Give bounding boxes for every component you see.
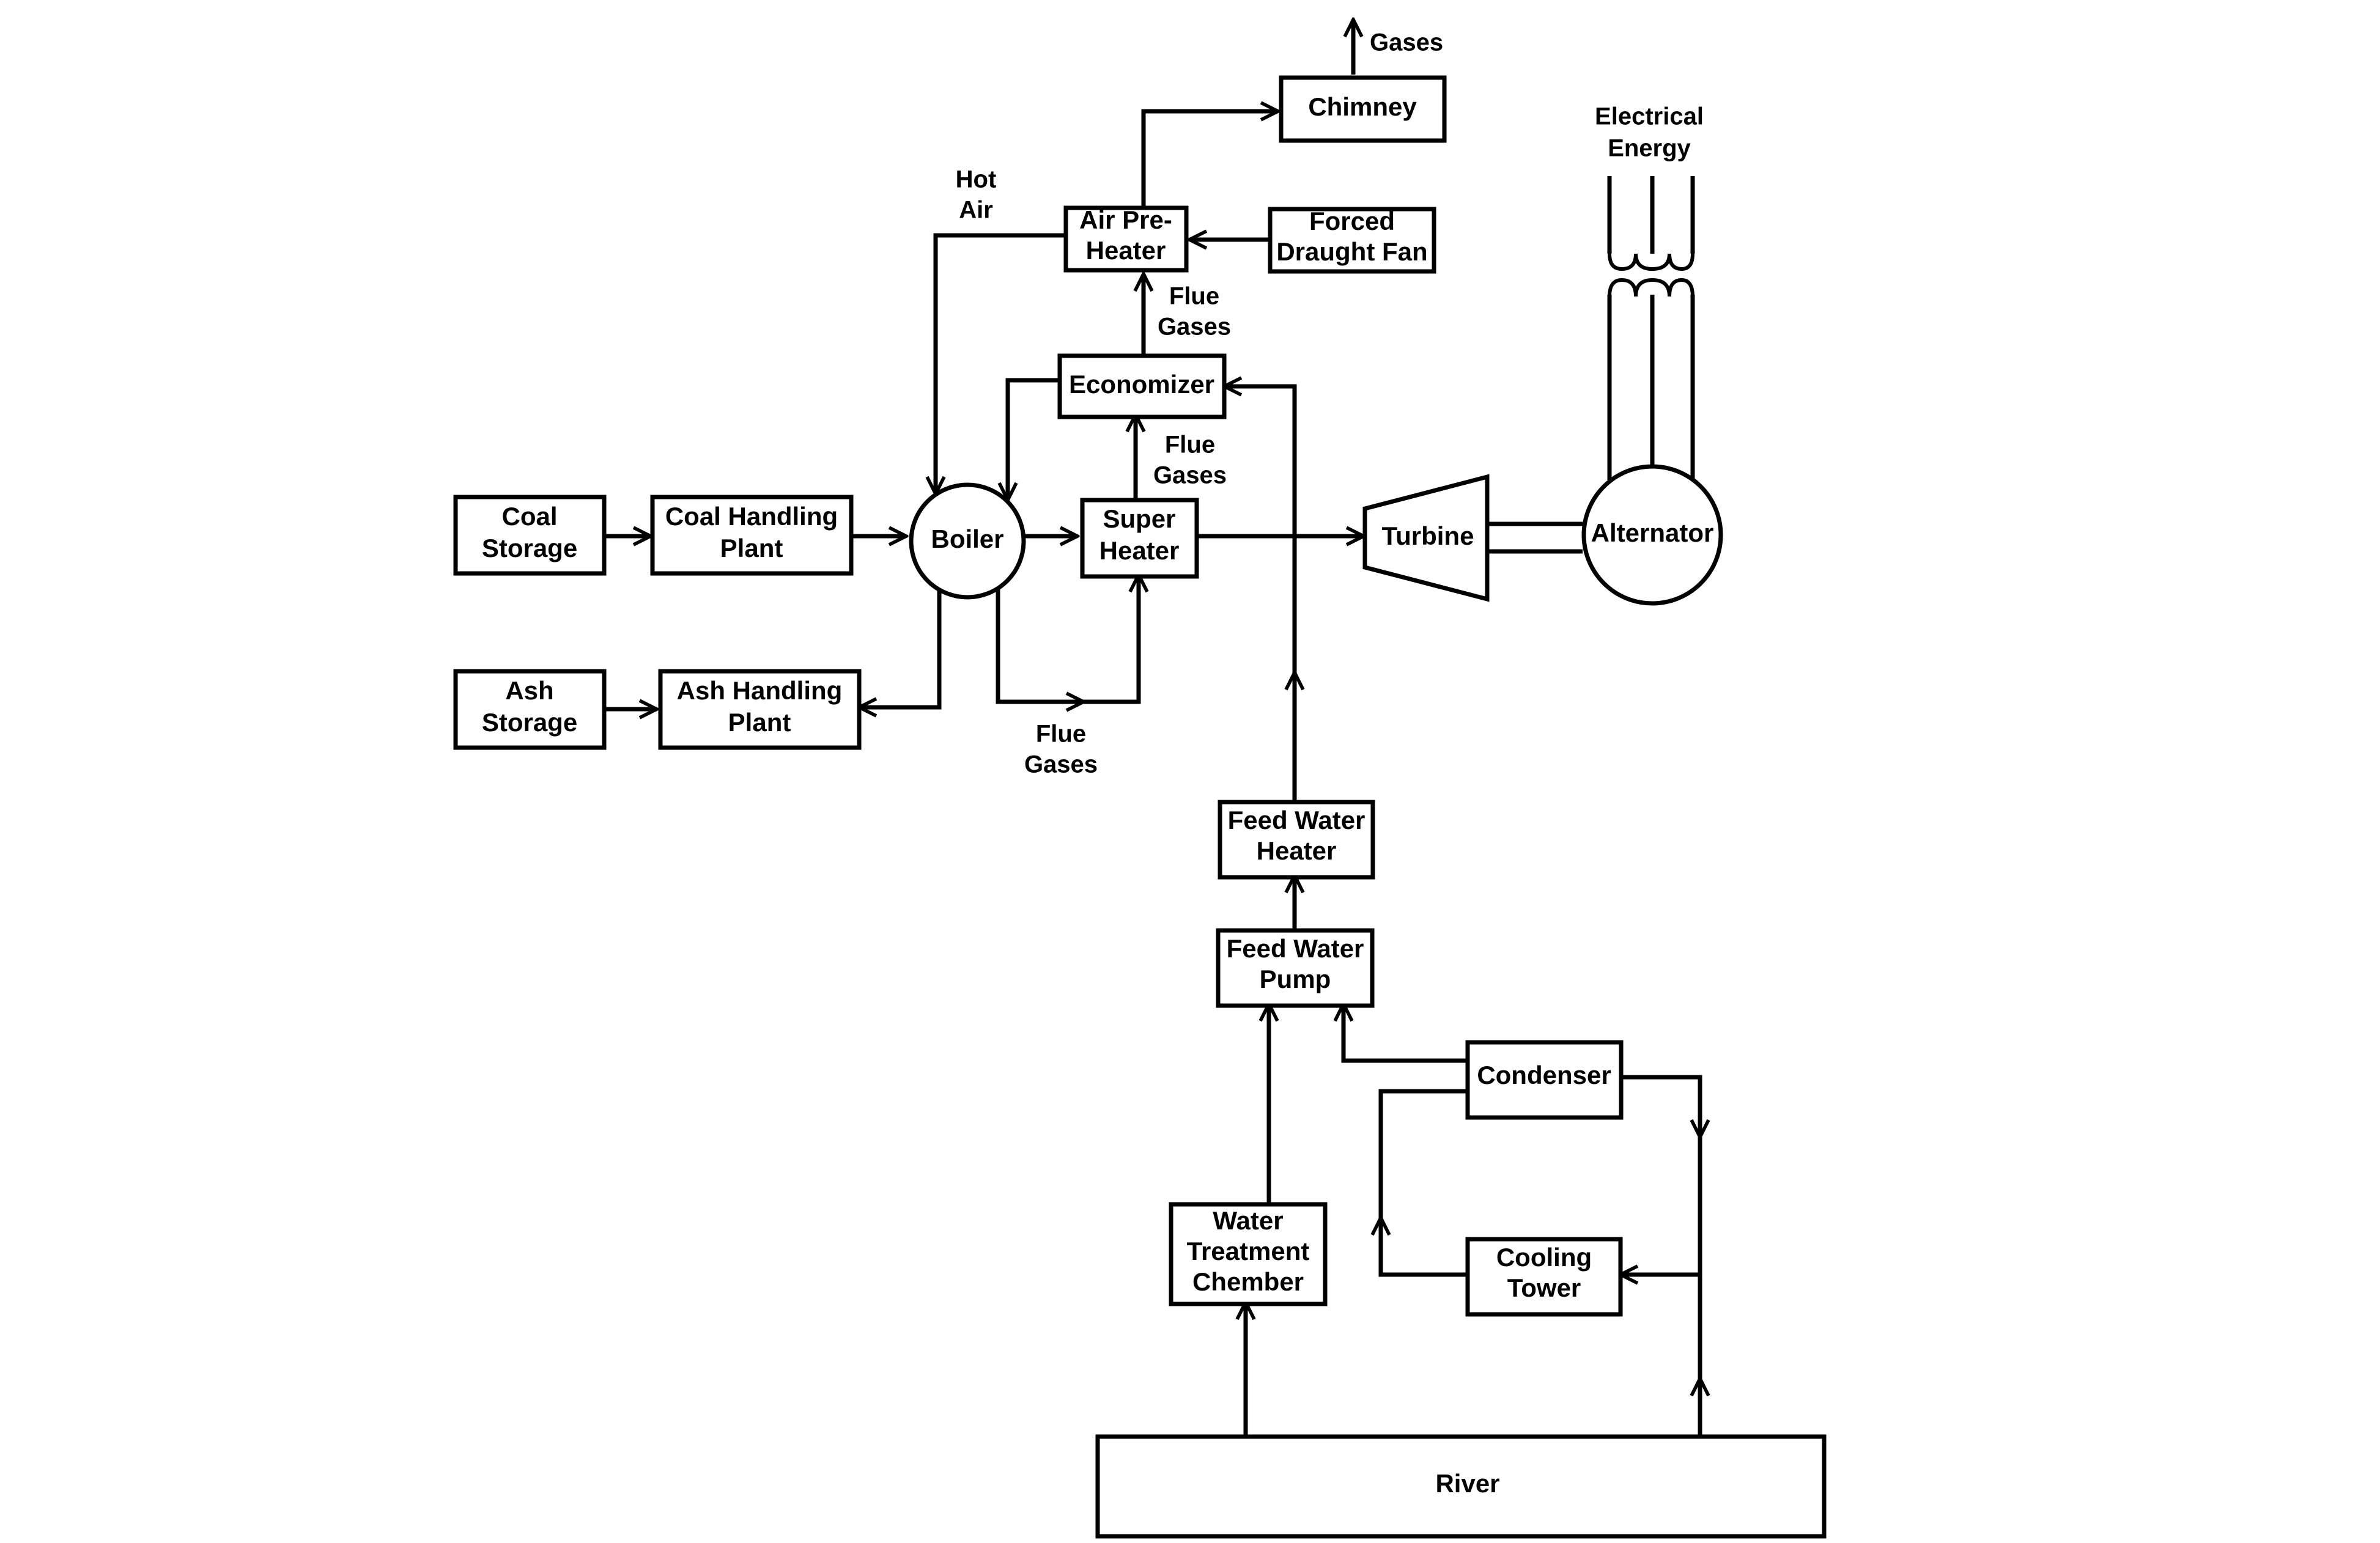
flue-gases-bottom-label-2: Gases [1024, 751, 1098, 778]
turbine-label: Turbine [1382, 521, 1474, 550]
ash-handling-label-1: Ash Handling [677, 676, 843, 705]
gases-label: Gases [1370, 29, 1443, 56]
flue-gases-aph-label-1: Flue [1169, 283, 1219, 310]
alternator-circle: Alternator [1581, 464, 1723, 606]
boiler-label: Boiler [931, 525, 1003, 553]
air-preheater-label-1: Air Pre- [1079, 205, 1172, 234]
arrow-cooling-tower-return [1381, 1218, 1466, 1277]
super-heater-label-2: Heater [1099, 536, 1180, 565]
forced-draught-label-1: Forced [1309, 207, 1395, 235]
flue-gases-econ-label-1: Flue [1165, 432, 1215, 458]
feed-water-pump-label-1: Feed Water [1227, 934, 1364, 963]
turbine-shape: Turbine [1362, 474, 1490, 602]
arrow-flue-gases-to-superheater [1076, 575, 1139, 704]
chimney-box: Chimney [1279, 75, 1447, 143]
air-preheater-box: Air Pre- Heater [1063, 205, 1189, 273]
flue-gases-econ-label-2: Gases [1153, 462, 1227, 489]
cooling-tower-label-1: Cooling [1496, 1243, 1592, 1272]
feed-water-heater-label-1: Feed Water [1228, 806, 1366, 834]
super-heater-box: Super Heater [1080, 498, 1199, 579]
coal-storage-label-2: Storage [482, 534, 577, 562]
super-heater-label-1: Super [1103, 504, 1175, 533]
line-cooling-to-condenser [1378, 1089, 1466, 1223]
ash-handling-plant-box: Ash Handling Plant [658, 669, 862, 750]
condenser-box: Condenser [1465, 1040, 1624, 1120]
condenser-label: Condenser [1477, 1061, 1611, 1089]
feed-water-pump-box: Feed Water Pump [1216, 928, 1375, 1008]
coal-storage-box: Coal Storage [453, 495, 607, 576]
ash-storage-box: Ash Storage [453, 669, 607, 750]
water-treatment-label-2: Treatment [1187, 1237, 1310, 1265]
feed-water-pump-label-2: Pump [1260, 965, 1331, 993]
economizer-label: Economizer [1069, 370, 1214, 399]
arrow-condenser-outflow [1621, 1075, 1700, 1137]
electrical-energy-label-2: Energy [1608, 135, 1691, 162]
feed-water-heater-label-2: Heater [1257, 836, 1337, 865]
feed-water-heater-box: Feed Water Heater [1218, 800, 1375, 880]
air-preheater-label-2: Heater [1086, 236, 1166, 265]
cooling-tower-label-2: Tower [1507, 1273, 1581, 1302]
ash-handling-label-2: Plant [728, 708, 791, 737]
ash-storage-label-1: Ash [505, 676, 553, 705]
economizer-box: Economizer [1057, 353, 1227, 419]
coal-handling-plant-box: Coal Handling Plant [650, 495, 854, 576]
hot-air-label-2: Air [959, 197, 993, 224]
coal-handling-label-2: Plant [720, 534, 783, 562]
electrical-energy-label-1: Electrical [1595, 103, 1704, 130]
arrow-boiler-to-ash-handling [859, 590, 942, 707]
boiler-circle: Boiler [909, 482, 1026, 600]
water-treatment-label-3: Chember [1192, 1267, 1304, 1296]
flue-gases-bottom-label-1: Flue [1036, 721, 1086, 748]
connectors [604, 20, 1700, 1435]
arrow-condenser-to-pump [1343, 1004, 1466, 1063]
river-box: River [1095, 1434, 1827, 1539]
forced-draught-fan-box: Forced Draught Fan [1268, 207, 1436, 274]
arrow-feedwater-to-economizer [1224, 386, 1297, 679]
water-treatment-box: Water Treatment Chember [1169, 1202, 1328, 1306]
arrow-economizer-to-boiler [1008, 378, 1060, 500]
forced-draught-label-2: Draught Fan [1276, 237, 1427, 266]
water-treatment-label-1: Water [1213, 1206, 1283, 1235]
arrow-air-preheater-to-chimney [1141, 111, 1278, 208]
cooling-tower-box: Cooling Tower [1465, 1237, 1623, 1317]
arrow-hot-air-to-boiler [936, 233, 1064, 494]
alternator-label: Alternator [1591, 518, 1714, 547]
coal-handling-label-1: Coal Handling [665, 502, 838, 531]
flue-gases-aph-label-2: Gases [1158, 314, 1231, 341]
arrow-flue-gases-bottom [996, 587, 1084, 702]
ash-storage-label-2: Storage [482, 708, 577, 737]
hot-air-label-1: Hot [956, 166, 997, 193]
river-label: River [1435, 1469, 1499, 1498]
chimney-label: Chimney [1308, 92, 1417, 121]
electrical-output-icon [1607, 176, 1695, 480]
coal-storage-label-1: Coal [501, 502, 557, 531]
